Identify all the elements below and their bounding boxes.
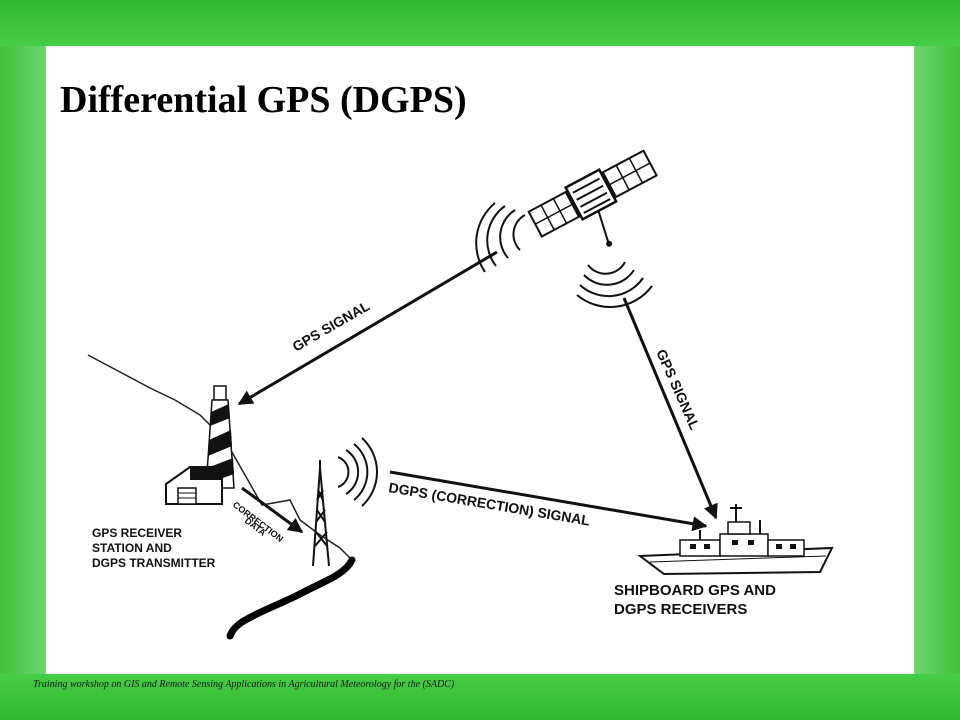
gps-signal-arrow-to-station (237, 250, 498, 406)
ship-label-line-1: SHIPBOARD GPS AND (614, 582, 776, 599)
station-label-line-1: GPS RECEIVER (92, 526, 182, 540)
satellite-icon (527, 149, 658, 247)
station-building-icon (165, 466, 223, 505)
dgps-signal-label: DGPS (CORRECTION) SIGNAL (388, 479, 592, 528)
satellite-signal-waves-bottom (576, 261, 653, 308)
correction-data-arrow (241, 486, 304, 534)
frame-bottom-band (0, 674, 960, 720)
slide-title: Differential GPS (DGPS) (60, 79, 467, 121)
transmitter-tower-icon (312, 460, 330, 567)
slide-footer: Training workshop on GIS and Remote Sens… (33, 679, 455, 690)
ship-icon (637, 504, 834, 576)
dgps-signal-arrow-to-ship (389, 470, 708, 532)
tower-signal-waves (337, 437, 379, 507)
gps-signal-label-left: GPS SIGNAL (290, 297, 373, 354)
station-label-line-3: DGPS TRANSMITTER (92, 556, 216, 570)
satellite-signal-waves-left (475, 202, 526, 273)
ship-label-line-2: DGPS RECEIVERS (614, 601, 747, 618)
coastline (87, 354, 356, 640)
station-label-line-2: STATION AND (92, 541, 172, 555)
frame-top-band (0, 0, 960, 46)
gps-signal-arrow-to-ship (622, 297, 718, 520)
